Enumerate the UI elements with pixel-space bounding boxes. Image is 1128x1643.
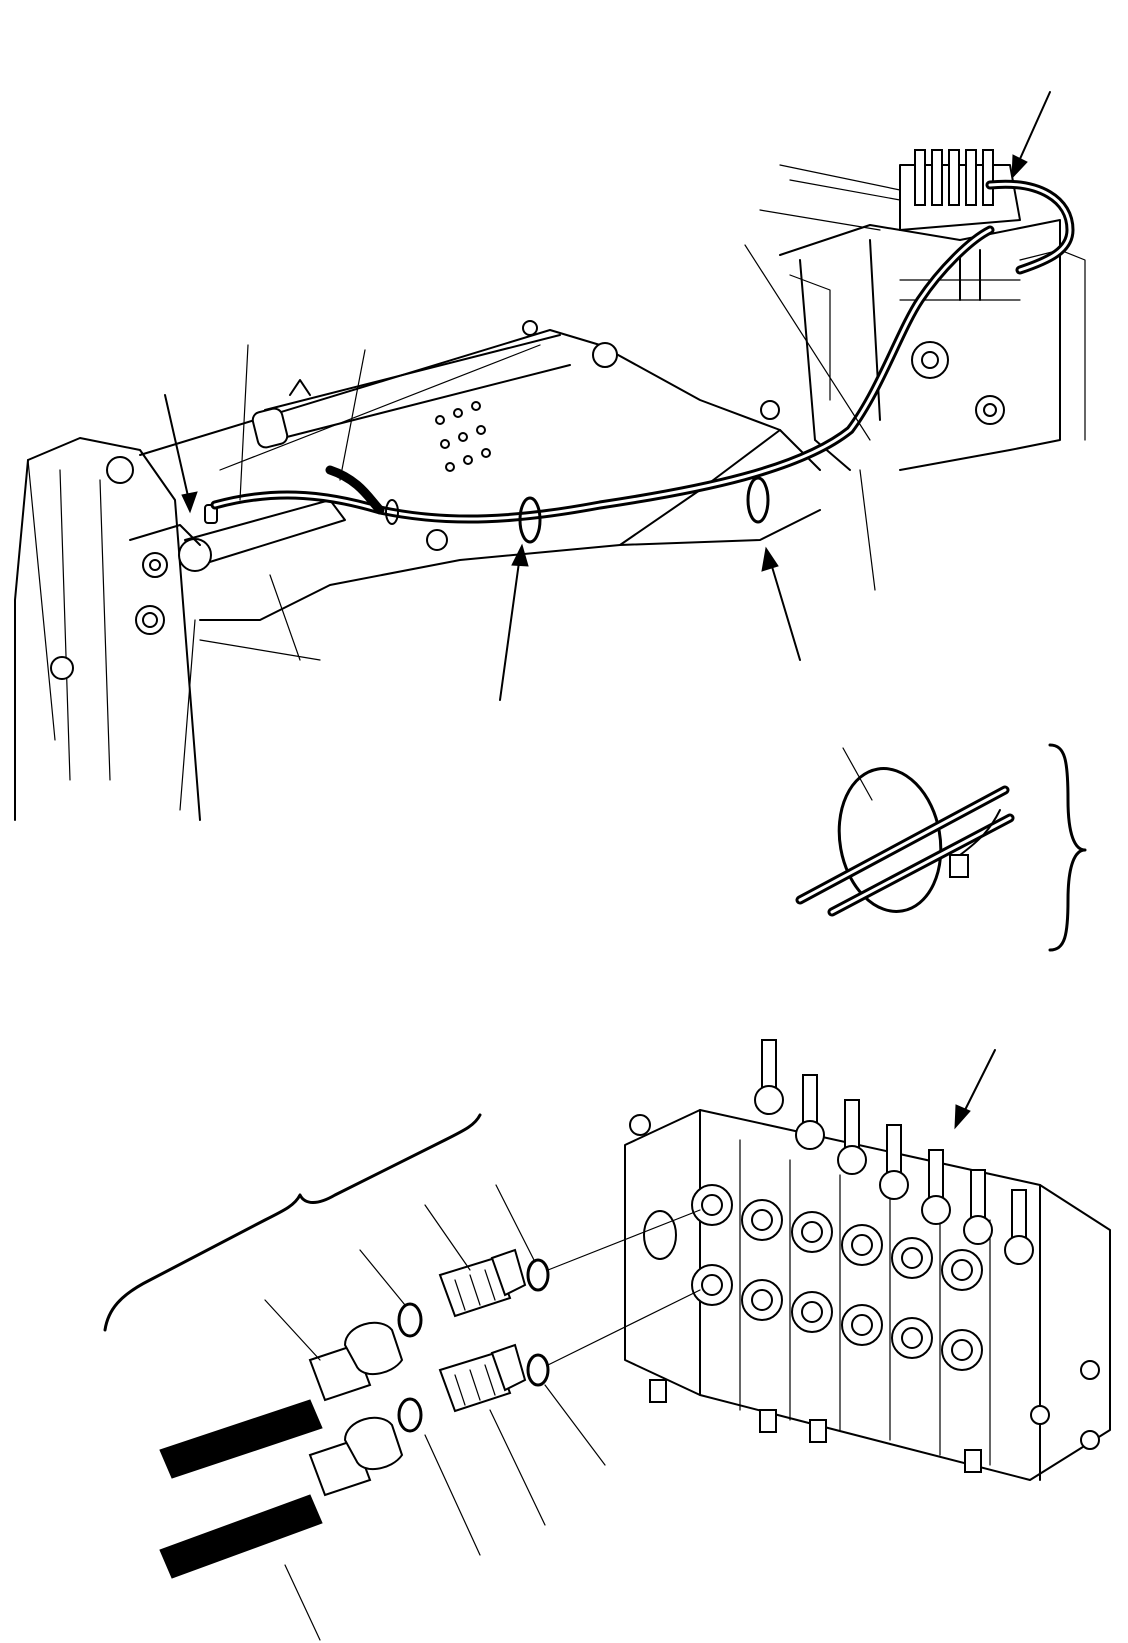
control-valve-view — [103, 1039, 1111, 1641]
hose-fitting-icon — [308, 1321, 404, 1402]
valve-spools — [914, 149, 994, 206]
brace-icon — [1048, 743, 1087, 952]
lower-hose-assembly — [159, 1343, 550, 1579]
valve-spools-bottom — [754, 1039, 1034, 1265]
kit-brace-icon — [103, 1113, 482, 1332]
swing-bracket — [14, 437, 201, 821]
upper-cylinder — [251, 320, 618, 449]
hose-clamp-detail — [795, 743, 1087, 952]
boom-bracket — [779, 219, 1086, 471]
hose-clamp-icon — [385, 476, 770, 544]
leader-lines-top — [164, 91, 1051, 811]
upper-hose-assembly — [159, 1248, 550, 1479]
valve-bottom-fittings — [649, 1379, 982, 1473]
valve-ports — [691, 1184, 983, 1371]
boom-assembly-view — [14, 91, 1086, 821]
upper-control-valve — [759, 149, 1021, 231]
adapter-icon — [438, 1343, 527, 1413]
o-ring-icon — [397, 1302, 423, 1338]
leader-lines-bottom — [264, 1049, 996, 1641]
pivot-pin-icon — [106, 456, 134, 484]
hose-bundle — [210, 179, 1075, 524]
control-valve-icon — [624, 1039, 1111, 1481]
boom-holes — [435, 401, 491, 472]
o-ring-icon — [397, 1397, 423, 1433]
hose-fitting-icon — [308, 1416, 404, 1497]
lower-cylinder — [129, 499, 346, 578]
adapter-icon — [438, 1248, 527, 1318]
boom-body — [139, 329, 821, 661]
